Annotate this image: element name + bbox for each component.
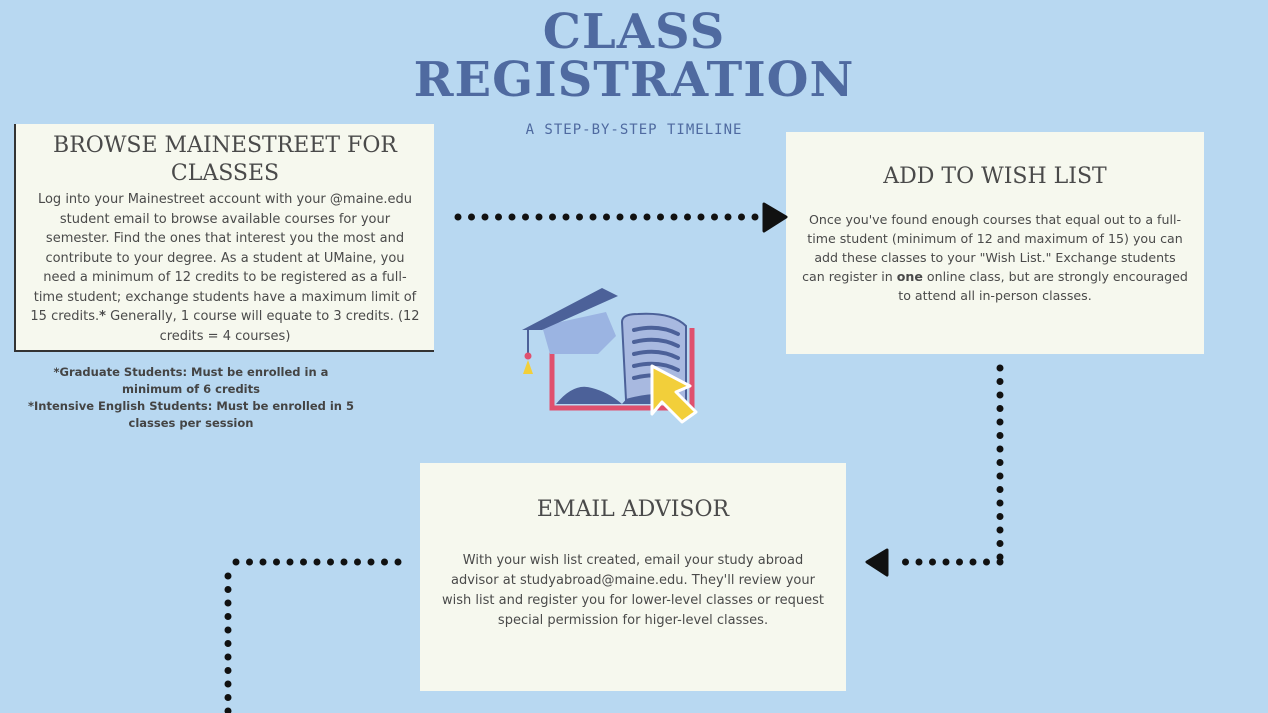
note-intensive-english-students: *Intensive English Students: Must be enr… bbox=[28, 399, 354, 430]
step-body-browse: Log into your Mainestreet account with y… bbox=[30, 190, 420, 346]
dotted-arrow-icon bbox=[865, 364, 1004, 577]
dotted-arrow-icon bbox=[454, 202, 788, 233]
step-body-wish-part2: online class, but are strongly encourage… bbox=[898, 269, 1188, 303]
page-title-line2: REGISTRATION bbox=[413, 52, 855, 108]
credit-notes: *Graduate Students: Must be enrolled in … bbox=[28, 364, 354, 432]
page-title-line1: CLASS bbox=[542, 4, 726, 60]
step-body-email-advisor: With your wish list created, email your … bbox=[442, 553, 824, 628]
step-card-add-to-wish-list: ADD TO WISH LIST Once you've found enoug… bbox=[786, 132, 1204, 354]
step-title-browse: BROWSE MAINESTREET FOR CLASSES bbox=[53, 133, 397, 186]
step-body-wish-part1: Once you've found enough courses that eq… bbox=[802, 212, 1183, 284]
graduation-cap-book-cursor-icon bbox=[522, 288, 698, 424]
step-body-browse-part1: Log into your Mainestreet account with y… bbox=[30, 192, 417, 324]
step-body-wish-list: Once you've found enough courses that eq… bbox=[802, 210, 1188, 305]
step-card-email-advisor: EMAIL ADVISOR With your wish list create… bbox=[420, 463, 846, 691]
step-title-wish-list: ADD TO WISH LIST bbox=[883, 164, 1107, 189]
note-graduate-students: *Graduate Students: Must be enrolled in … bbox=[53, 365, 329, 396]
page-title: CLASS REGISTRATION bbox=[384, 8, 884, 104]
page-subtitle: A STEP-BY-STEP TIMELINE bbox=[525, 122, 743, 138]
dotted-connector-continuation bbox=[224, 558, 402, 713]
step-card-browse-mainestreet: BROWSE MAINESTREET FOR CLASSES Log into … bbox=[14, 124, 434, 352]
step-body-browse-part2: Generally, 1 course will equate to 3 cre… bbox=[105, 309, 420, 344]
step-body-browse-bold: * bbox=[99, 309, 106, 324]
step-title-email-advisor: EMAIL ADVISOR bbox=[536, 497, 730, 522]
step-body-wish-bold: one bbox=[896, 269, 923, 284]
